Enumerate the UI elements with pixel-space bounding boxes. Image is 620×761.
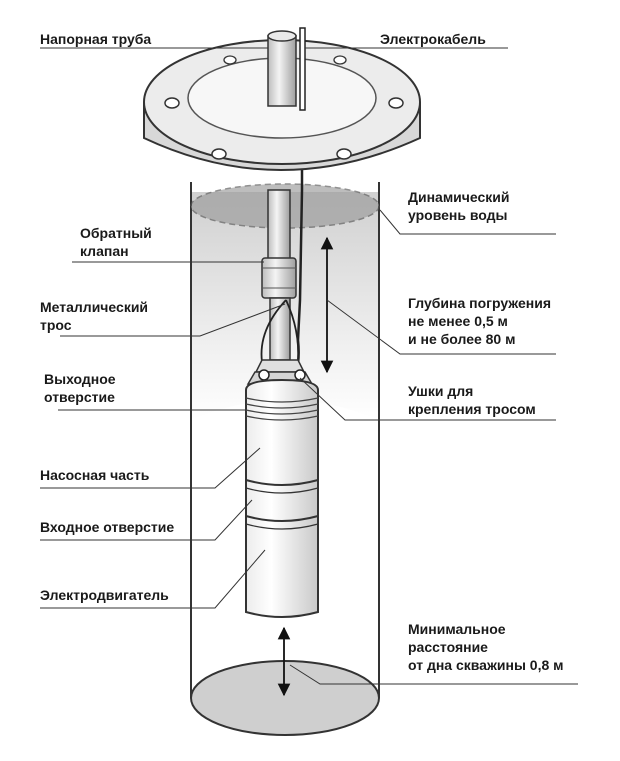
pressure-pipe-top	[267, 27, 306, 111]
pressure-pipe-lower	[261, 189, 297, 361]
pump-body	[245, 378, 319, 618]
check-valve-body	[261, 257, 297, 299]
rope-lug-left	[258, 369, 270, 381]
label-dynamic-level: Динамический уровень воды	[408, 189, 510, 223]
label-inlet: Входное отверстие	[40, 519, 175, 535]
label-electric-cable: Электрокабель	[380, 31, 486, 47]
label-check-valve: Обратный клапан	[80, 225, 152, 259]
label-immersion-depth: Глубина погружения не менее 0,5 м и не б…	[408, 295, 552, 347]
well-bottom	[190, 660, 380, 736]
label-rope-lugs: Ушки для крепления тросом	[408, 383, 536, 417]
label-outlet: Выходное отверстие	[44, 371, 116, 405]
electric-cable-top	[299, 27, 306, 111]
label-pump-part: Насосная часть	[40, 467, 150, 483]
leader-lines	[40, 47, 578, 685]
label-pressure-pipe: Напорная труба	[40, 31, 152, 47]
label-min-distance: Минимальное расстояние от дна скважины 0…	[408, 621, 564, 673]
label-motor: Электродвигатель	[40, 587, 169, 603]
label-metal-rope: Металлический трос	[40, 299, 149, 333]
